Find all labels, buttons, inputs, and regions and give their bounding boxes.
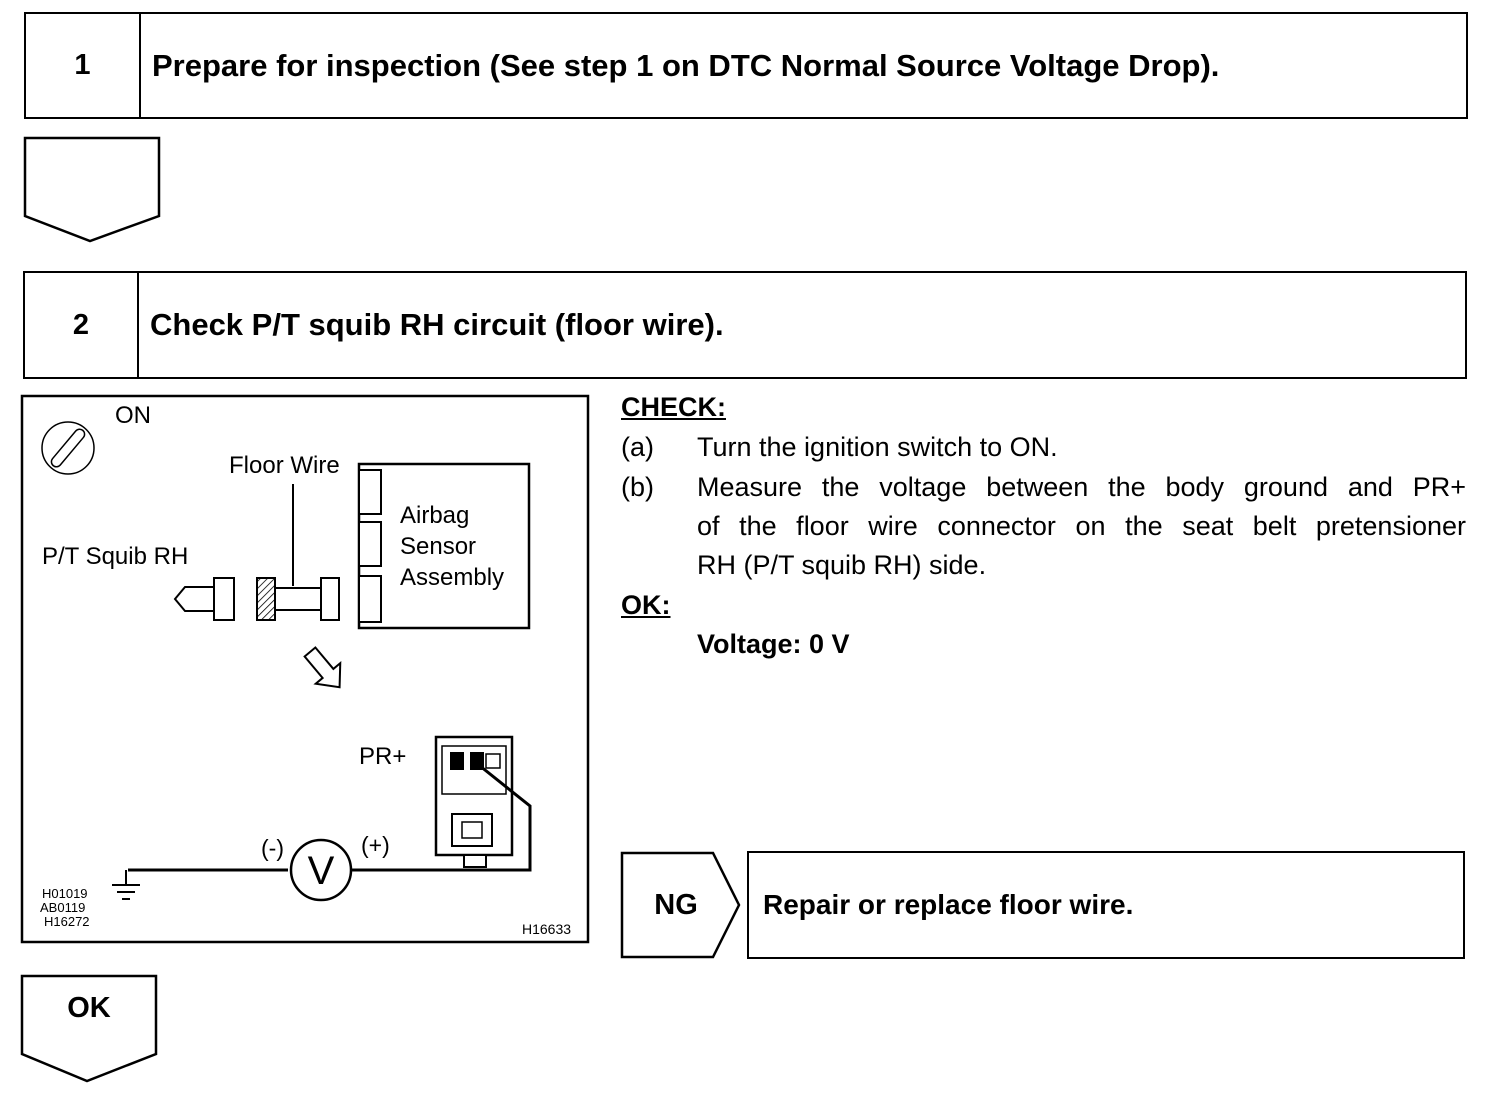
check-item-b-line-2: of the floor wire connector on the seat … bbox=[697, 511, 1466, 541]
airbag-label-1: Airbag bbox=[400, 502, 469, 529]
minus-label: (-) bbox=[261, 835, 284, 861]
ground-symbol bbox=[112, 870, 140, 900]
flow-arrow-1 bbox=[23, 136, 161, 243]
squib-label: P/T Squib RH bbox=[42, 543, 188, 570]
airbag-label-3: Assembly bbox=[400, 564, 504, 591]
direction-arrow bbox=[303, 646, 342, 689]
ng-arrow-shape bbox=[620, 851, 741, 959]
ignition-key-icon bbox=[41, 421, 95, 475]
ok-heading: OK: bbox=[621, 590, 671, 620]
ng-action-box: Repair or replace floor wire. bbox=[747, 851, 1465, 959]
check-heading: CHECK: bbox=[621, 392, 726, 422]
step-2-title: Check P/T squib RH circuit (floor wire). bbox=[150, 307, 724, 342]
airbag-sensor-assembly bbox=[357, 462, 531, 630]
diagram-code-1: H01019 bbox=[42, 886, 88, 901]
figure-code: H16633 bbox=[522, 921, 571, 937]
ng-label: NG bbox=[654, 888, 698, 921]
ok-flow-arrow bbox=[20, 974, 158, 1083]
pr-connector bbox=[434, 735, 514, 868]
pr-label: PR+ bbox=[359, 743, 406, 770]
step-1-title: Prepare for inspection (See step 1 on DT… bbox=[152, 47, 1220, 83]
check-item-b-line-3: RH (P/T squib RH) side. bbox=[697, 550, 987, 580]
check-item-b-line-1: Measure the voltage between the body gro… bbox=[697, 472, 1466, 502]
diagram-code-3: H16272 bbox=[44, 914, 90, 929]
voltmeter: V bbox=[289, 838, 353, 902]
squib-connector bbox=[173, 577, 235, 621]
airbag-label-2: Sensor bbox=[400, 533, 476, 560]
ng-action-text: Repair or replace floor wire. bbox=[763, 889, 1134, 920]
floor-wire-label: Floor Wire bbox=[229, 452, 340, 479]
diagram-code-2: AB0119 bbox=[40, 900, 85, 915]
inspection-diagram: ON Floor Wire Airbag Sensor Assembly P/T… bbox=[20, 394, 590, 944]
step-2-number: 2 bbox=[25, 273, 139, 377]
step-1-box: 1 Prepare for inspection (See step 1 on … bbox=[24, 12, 1468, 119]
check-item-a-text: Turn the ignition switch to ON. bbox=[697, 432, 1058, 462]
step-1-number: 1 bbox=[26, 14, 141, 117]
floor-wire-connector bbox=[256, 577, 340, 621]
ok-value: Voltage: 0 V bbox=[697, 629, 850, 659]
plus-label: (+) bbox=[361, 832, 390, 858]
voltmeter-symbol: V bbox=[308, 849, 335, 893]
on-label: ON bbox=[115, 402, 151, 429]
check-item-b-marker: (b) bbox=[621, 472, 654, 502]
ok-flow-label: OK bbox=[67, 992, 111, 1024]
step-2-box: 2 Check P/T squib RH circuit (floor wire… bbox=[23, 271, 1467, 379]
check-item-a-marker: (a) bbox=[621, 432, 654, 462]
